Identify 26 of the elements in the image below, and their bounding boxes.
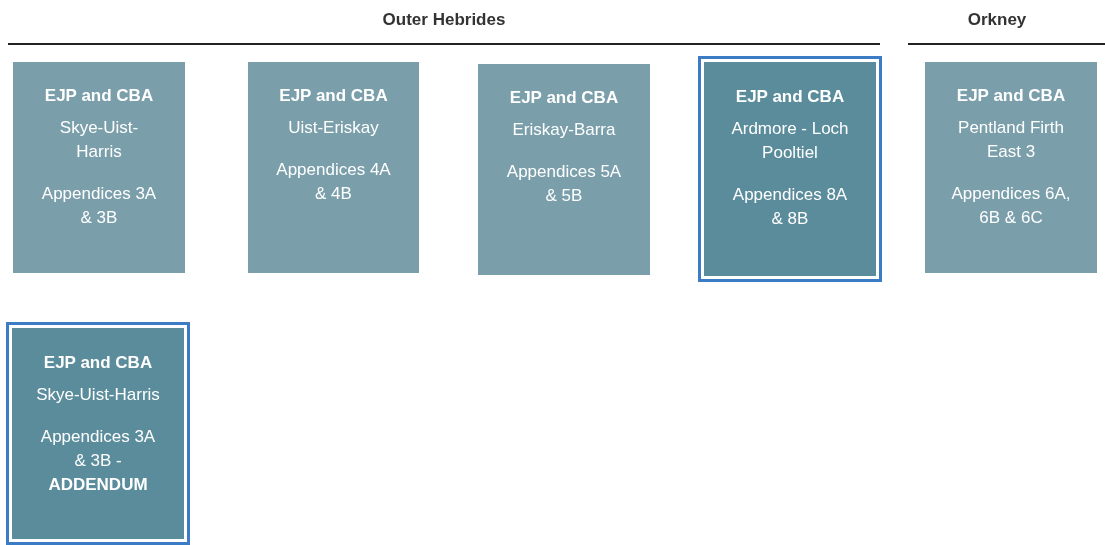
section-heading: Orkney bbox=[966, 10, 1028, 30]
card-title: EJP and CBA bbox=[43, 352, 153, 374]
area-card bbox=[248, 62, 419, 273]
route-name: Pentland Firth East 3 bbox=[957, 117, 1065, 163]
route-name: Eriskay-Barra bbox=[512, 119, 616, 141]
appendix-reference: Appendices 3A & 3B bbox=[40, 183, 158, 229]
card-title: EJP and CBA bbox=[956, 85, 1066, 107]
route-name: Ardmore - Loch Pooltiel bbox=[730, 118, 850, 164]
appendix-reference: Appendices 3A & 3B - ADDENDUM bbox=[39, 426, 157, 496]
card-title: EJP and CBA bbox=[509, 87, 619, 109]
route-name: Skye-Uist-Harris bbox=[58, 117, 140, 163]
route-name: Skye-Uist-Harris bbox=[36, 384, 160, 406]
area-card bbox=[478, 64, 650, 275]
appendix-reference: Appendices 5A & 5B bbox=[505, 161, 623, 207]
card-title: EJP and CBA bbox=[735, 86, 845, 108]
area-card bbox=[13, 62, 185, 273]
card-title: EJP and CBA bbox=[279, 85, 388, 107]
card-title: EJP and CBA bbox=[44, 85, 154, 107]
appendix-reference: Appendices 6A, 6B & 6C bbox=[951, 183, 1071, 229]
area-card bbox=[6, 322, 190, 545]
appendix-reference: Appendices 8A & 8B bbox=[731, 184, 849, 230]
route-name: Uist-Eriskay bbox=[288, 117, 379, 139]
section-heading: Outer Hebrides bbox=[381, 10, 507, 30]
area-card bbox=[925, 62, 1097, 273]
area-card bbox=[698, 56, 882, 282]
appendix-reference: Appendices 4A & 4B bbox=[275, 159, 392, 205]
